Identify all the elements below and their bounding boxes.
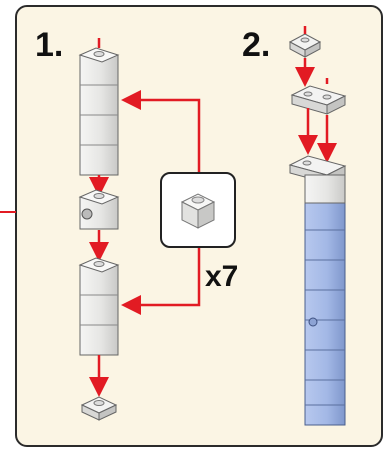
plate-step2-top bbox=[288, 33, 322, 58]
brick-with-side-stud bbox=[78, 189, 120, 230]
arrow-to-bottom-stack bbox=[121, 248, 201, 315]
arrow-to-top-stack bbox=[121, 90, 201, 172]
white-1x1-brick-icon bbox=[180, 193, 216, 229]
quantity-label: x7 bbox=[205, 260, 239, 293]
white-brick-stack-top bbox=[78, 47, 120, 176]
parts-callout-box bbox=[160, 172, 236, 248]
step-number-1: 1. bbox=[35, 26, 64, 64]
plate-1x1 bbox=[80, 396, 118, 421]
blue-brick-column bbox=[304, 174, 346, 426]
white-brick-stack-bottom bbox=[78, 257, 120, 356]
plate-1x2 bbox=[290, 85, 347, 115]
step-number-2: 2. bbox=[242, 26, 271, 64]
